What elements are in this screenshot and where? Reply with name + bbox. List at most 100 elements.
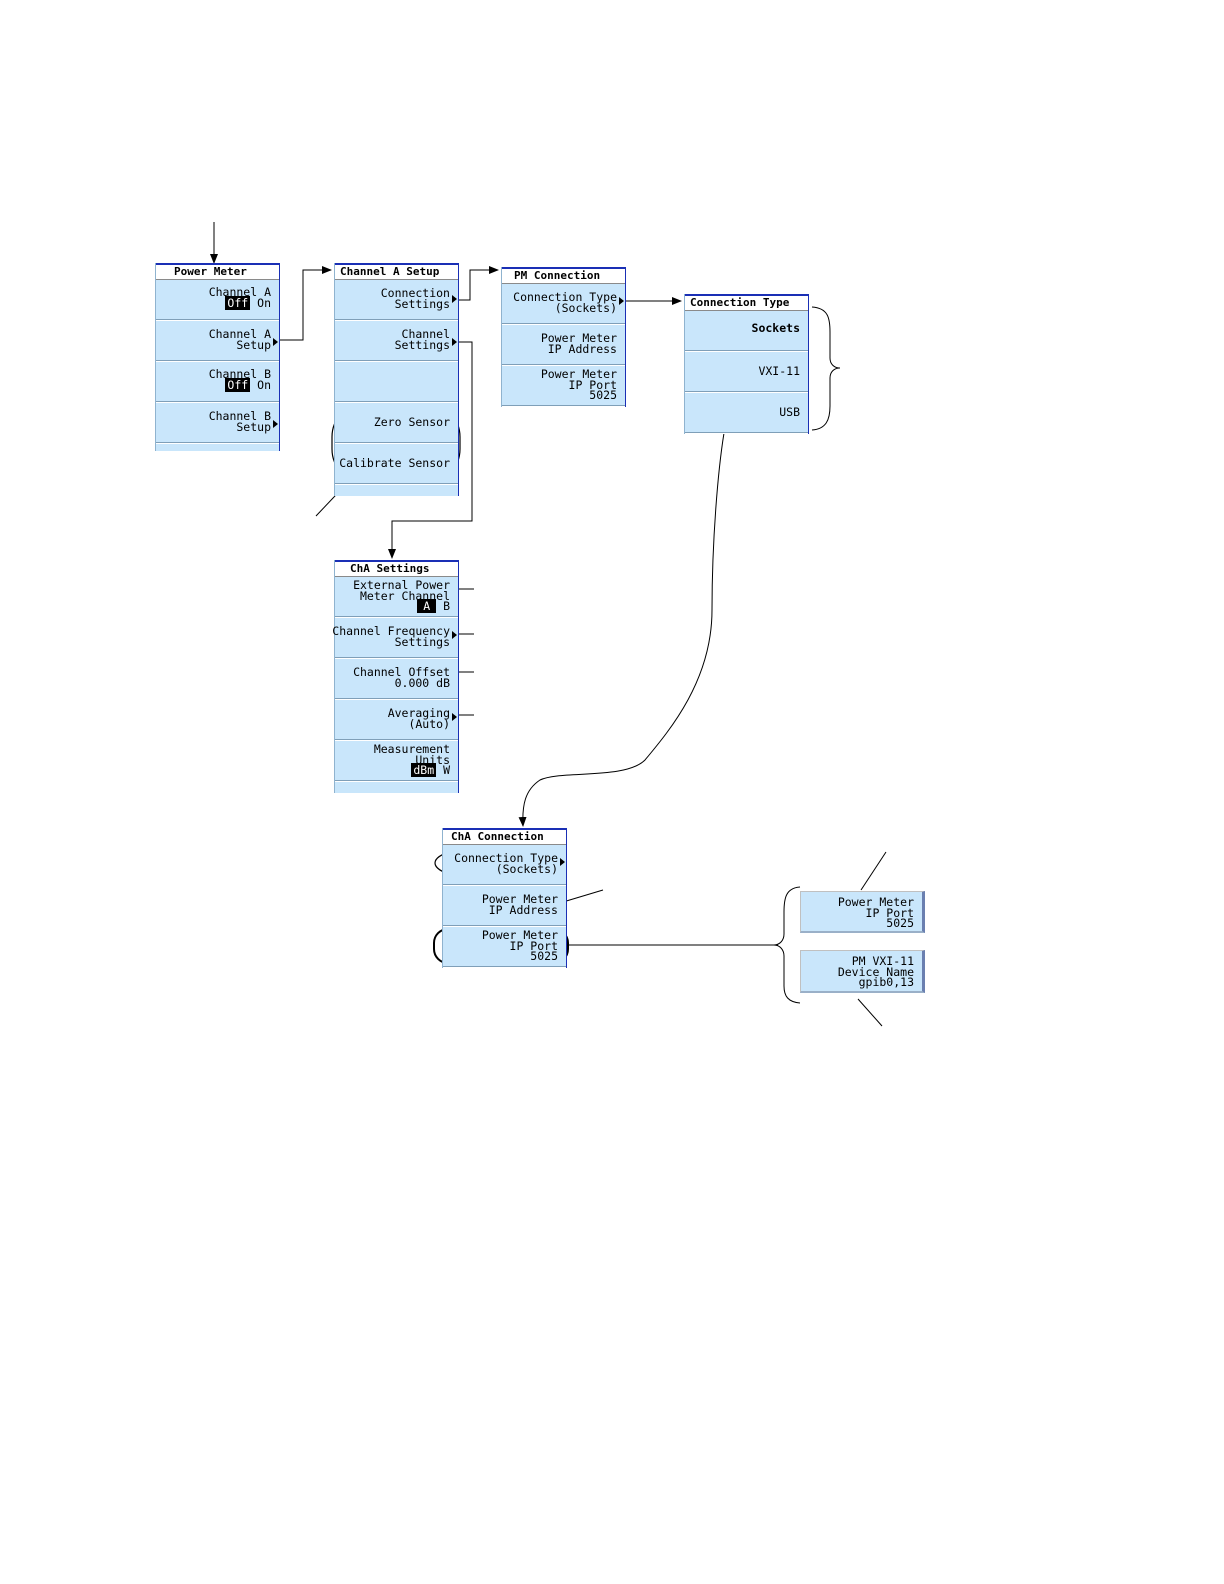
brace-connection-type [811,306,841,431]
key-label: Measurement [373,742,450,756]
key-label-2: Meter Channel [359,588,450,603]
key-label-2: Setup [236,419,271,434]
key-label-2: Units [415,752,450,767]
cha-connection-title: ChA Connection [443,828,566,845]
key-label: Channel Frequency [332,624,450,638]
key-label-2: IP Address [488,902,558,917]
key-label: Channel A [208,327,271,341]
pm-ip-port-key[interactable]: Power Meter IP Port 5025 [502,366,625,407]
zero-sensor-key[interactable]: Zero Sensor [335,403,458,444]
key-label-2: Settings [394,337,450,352]
key-value: 5025 [886,916,914,930]
channel-b-setup-key[interactable]: Channel B Setup [156,403,279,444]
key-value: 5025 [589,388,617,402]
off-option-selected: Off [225,377,251,392]
channel-settings-key[interactable]: Channel Settings [335,321,458,362]
curve-sockets-to-cha-connection [518,432,725,827]
pm-ip-address-key[interactable]: Power Meter IP Address [502,325,625,366]
key-label-2: IP Port [865,905,914,920]
key-label: Connection [380,286,450,300]
dbm-option-selected: dBm [411,763,437,777]
off-option-selected: Off [225,295,251,310]
key-value: gpib0,13 [858,975,914,989]
key-label: Channel A [208,285,271,299]
submenu-arrow-icon [452,338,457,346]
on-option: On [257,377,271,392]
key-label: Channel [401,327,450,341]
option-b: B [443,599,450,613]
ext-pm-channel-key[interactable]: External Power Meter Channel A B [335,577,458,618]
key-label: Sockets [751,321,800,335]
key-label: PM VXI-11 [851,954,914,968]
key-label: Channel Offset [353,665,450,679]
key-label: Connection Type [513,290,617,304]
usb-key[interactable]: USB [685,393,808,434]
key-label: VXI-11 [758,364,800,378]
key-label-2: Settings [394,634,450,649]
key-label-2: Setup [236,337,271,352]
key-label: Channel B [208,367,271,381]
w-option: W [443,763,450,777]
key-value: 5025 [530,949,558,963]
vxi-11-key[interactable]: VXI-11 [685,352,808,393]
connection-type-title: Connection Type [685,294,808,311]
submenu-arrow-icon [452,295,457,303]
option-a-selected: A [417,599,437,613]
on-option: On [257,295,271,310]
cha-connection-type-key[interactable]: Connection Type (Sockets) [443,845,566,886]
key-label: Power Meter [540,367,617,381]
key-label-2: IP Port [568,377,617,392]
brace-alt-keys [773,886,801,1004]
channel-a-setup-title: Channel A Setup [335,263,458,280]
cha-pm-ip-port-key[interactable]: Power Meter IP Port 5025 [443,927,566,968]
alt-vxi-device-key[interactable]: PM VXI-11 Device Name gpib0,13 [800,950,925,993]
submenu-arrow-icon [452,713,457,721]
channel-a-setup-key[interactable]: Channel A Setup [156,321,279,362]
cha-connection-menu: ChA Connection Connection Type (Sockets)… [442,828,567,968]
cha-settings-menu: ChA Settings External Power Meter Channe… [332,560,459,793]
cha-pm-ip-address-key[interactable]: Power Meter IP Address [443,886,566,927]
cha-settings-title: ChA Settings [335,560,458,577]
pm-connection-menu: PM Connection Connection Type (Sockets) … [501,267,626,407]
key-label-2: IP Address [547,341,617,356]
calibrate-sensor-key[interactable]: Calibrate Sensor [335,444,458,485]
submenu-arrow-icon [619,297,624,305]
channel-frequency-settings-key[interactable]: Channel Frequency Settings [332,618,458,659]
channel-a-toggle-key[interactable]: Channel A Off On [156,280,279,321]
key-label: Power Meter [837,895,914,909]
submenu-arrow-icon [560,858,565,866]
submenu-arrow-icon [273,420,278,428]
arrow-to-pm-connection [456,266,499,301]
connection-settings-key[interactable]: Connection Settings [335,280,458,321]
key-label-2: Settings [394,296,450,311]
leader-alt-vxi [857,998,883,1027]
power-meter-menu: Power Meter Channel A Off On Channel A S… [155,263,280,451]
key-label-2: Device Name [837,964,914,979]
arrow-to-channel-a-setup [277,266,332,341]
measurement-units-key[interactable]: Measurement Units dBm W [335,741,458,782]
key-value: 0.000 dB [394,675,450,690]
key-label: Power Meter [481,892,558,906]
connection-type-menu: Connection Type Sockets VXI-11 USB [684,294,809,434]
power-meter-title: Power Meter [156,263,279,280]
sockets-key[interactable]: Sockets [685,311,808,352]
channel-a-setup-menu: Channel A Setup Connection Settings Chan… [334,263,459,496]
blank-key[interactable] [335,362,458,403]
submenu-arrow-icon [273,338,278,346]
alt-ip-port-key[interactable]: Power Meter IP Port 5025 [800,891,925,933]
key-label: Power Meter [481,928,558,942]
key-label: External Power [353,578,450,592]
key-value: (Auto) [408,716,450,731]
channel-b-toggle-key[interactable]: Channel B Off On [156,362,279,403]
key-label-2: IP Port [509,938,558,953]
channel-offset-key[interactable]: Channel Offset 0.000 dB [335,659,458,700]
connection-type-key[interactable]: Connection Type (Sockets) [502,284,625,325]
key-label: USB [779,405,800,419]
leader-pm-ip-address [562,889,604,903]
key-label-2: (Sockets) [495,861,558,876]
key-label: Zero Sensor [373,415,450,429]
key-label: Connection Type [454,851,558,865]
key-label-2: (Sockets) [554,300,617,315]
averaging-key[interactable]: Averaging (Auto) [335,700,458,741]
